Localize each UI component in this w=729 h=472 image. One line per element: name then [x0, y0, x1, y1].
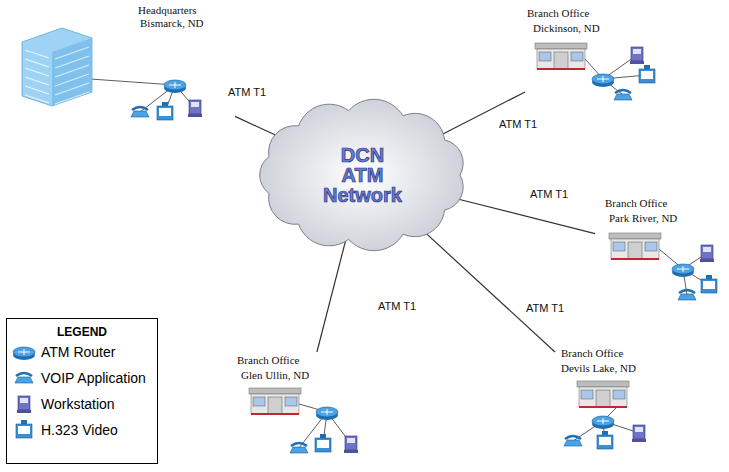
legend-sample [7, 340, 41, 364]
site-location: Glen Ullin, ND [241, 369, 309, 382]
legend-sample [7, 418, 41, 442]
site-illustration [595, 195, 725, 305]
legend-sample [7, 366, 41, 390]
site-location: Dickinson, ND [533, 22, 600, 35]
legend-text: H.323 Video [41, 422, 118, 438]
legend-text: VOIP Application [41, 370, 146, 386]
legend-row: H.323 Video [7, 417, 157, 443]
site-heading: Branch Office [237, 354, 299, 367]
site-location: Devils Lake, ND [561, 362, 636, 375]
link-label: ATM T1 [226, 86, 268, 99]
site-heading: Branch Office [605, 197, 667, 210]
legend-box: LEGEND ATM RouterVOIP ApplicationWorkstat… [6, 318, 158, 464]
site-location: Park River, ND [609, 212, 677, 225]
site-heading: Branch Office [561, 347, 623, 360]
site-heading: Headquarters [138, 4, 197, 17]
link-label: ATM T1 [524, 302, 566, 315]
link-label: ATM T1 [497, 118, 539, 131]
legend-text: Workstation [41, 396, 115, 412]
site-node: Branch OfficeGlen Ullin, ND [235, 352, 370, 464]
site-heading: Branch Office [527, 7, 589, 20]
atm-link [418, 226, 555, 352]
site-node: Branch OfficeDevils Lake, ND [555, 345, 665, 460]
site-node: HeadquartersBismarck, ND [20, 2, 235, 132]
legend-row: Workstation [7, 391, 157, 417]
link-label: ATM T1 [376, 300, 418, 313]
atm-link [317, 237, 347, 352]
site-node: Branch OfficeDickinson, ND [525, 5, 670, 105]
legend-title: LEGEND [7, 325, 157, 339]
network-cloud: DCN ATM Network [255, 100, 470, 250]
link-label: ATM T1 [528, 188, 570, 201]
site-location: Bismarck, ND [140, 17, 204, 30]
legend-text: ATM Router [41, 344, 115, 360]
site-illustration [235, 352, 370, 464]
cloud-label: DCN ATM Network [323, 145, 402, 205]
legend-sample [7, 392, 41, 416]
site-illustration [525, 5, 670, 105]
site-node: Branch OfficePark River, ND [595, 195, 725, 305]
legend-row: VOIP Application [7, 365, 157, 391]
legend-row: ATM Router [7, 339, 157, 365]
atm-link [452, 197, 595, 233]
